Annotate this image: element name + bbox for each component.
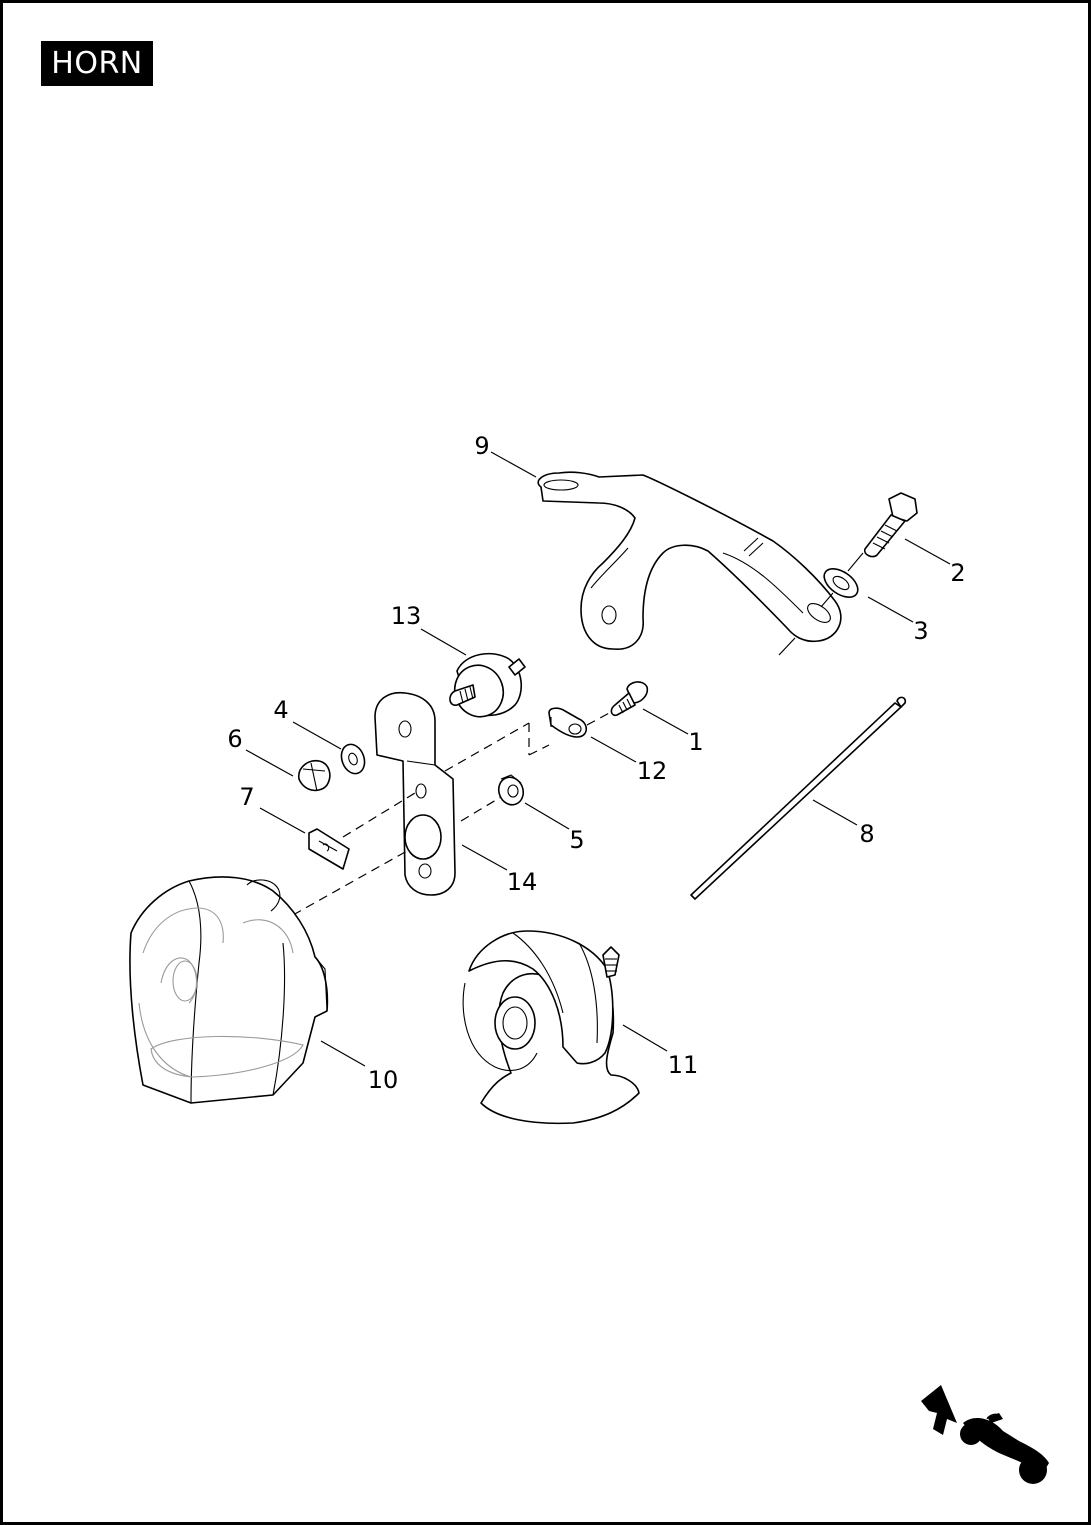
washer-part (820, 568, 859, 608)
screw-part (610, 681, 649, 717)
callout-2: 2 (950, 559, 965, 587)
mounting-bracket-part (537, 471, 842, 656)
cable-clip-part (548, 707, 588, 738)
exploded-parts-diagram: 1 2 3 4 5 6 7 8 9 10 11 12 13 14 (129, 432, 1049, 1484)
cable-strap-part (690, 696, 907, 900)
flat-washer-part (340, 743, 366, 775)
callout-3: 3 (913, 617, 928, 645)
callout-1: 1 (688, 728, 703, 756)
callout-7: 7 (239, 783, 254, 811)
callout-5: 5 (569, 826, 584, 854)
callout-10: 10 (368, 1066, 399, 1094)
callout-12: 12 (637, 757, 668, 785)
callout-8: 8 (859, 820, 874, 848)
horn-bracket-part (374, 691, 456, 896)
callout-11: 11 (668, 1051, 699, 1079)
rubber-mount-part (449, 652, 526, 718)
callout-14: 14 (507, 868, 538, 896)
flange-nut-part (497, 774, 525, 806)
callout-9: 9 (474, 432, 489, 460)
horn-part (462, 930, 640, 1125)
callout-4: 4 (273, 696, 288, 724)
assembly-dashed-lines (292, 710, 614, 916)
callout-13: 13 (391, 602, 422, 630)
acorn-nut-part (298, 759, 331, 792)
callout-labels: 1 2 3 4 5 6 7 8 9 10 11 12 13 14 (227, 432, 965, 1094)
speed-nut-part (308, 828, 350, 870)
hex-bolt-part (847, 492, 918, 572)
callout-6: 6 (227, 725, 242, 753)
leader-lines (245, 451, 951, 1067)
page-title: HORN (41, 41, 153, 86)
horn-cover-part (129, 876, 329, 1104)
motorcycle-front-arrow-icon (921, 1385, 1049, 1484)
